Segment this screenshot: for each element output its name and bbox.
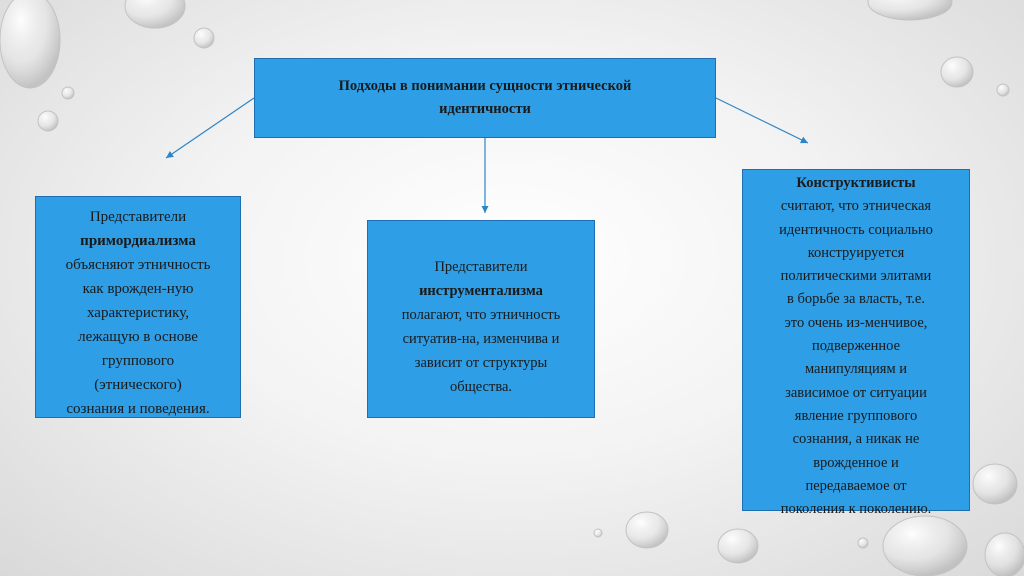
right-line-2: считают, что этническая — [780, 198, 932, 215]
left-line-5: характеристику, — [86, 305, 189, 321]
right-line-1-term: Конструктивисты — [796, 175, 916, 191]
middle-line-6: общества. — [449, 379, 513, 395]
arrow-to-right — [715, 97, 809, 144]
drop — [0, 0, 61, 89]
drop — [61, 86, 75, 100]
drop — [972, 463, 1018, 505]
left-line-7: группового — [101, 353, 175, 369]
title-line-2: идентичности — [439, 101, 531, 117]
drop — [593, 528, 603, 538]
left-line-4: как врожден-ную — [82, 281, 194, 297]
constructivism-box: Конструктивисты считают, что этническая … — [742, 169, 970, 517]
right-line-15: поколения к поколению. — [780, 501, 932, 518]
left-line-2-term: примордиализма — [80, 233, 196, 249]
drop — [124, 0, 186, 29]
middle-line-2-term: инструментализма — [419, 283, 543, 299]
right-line-4: конструируется — [807, 244, 905, 261]
drop — [882, 515, 968, 576]
diagram-title-box: Подходы в понимании сущности этнической … — [254, 58, 716, 138]
drop — [717, 528, 759, 564]
right-line-8: подверженное — [811, 338, 901, 355]
drop — [625, 511, 669, 549]
arrow-to-left — [165, 90, 262, 159]
drop — [940, 56, 974, 88]
title-line-1: Подходы в понимании сущности этнической — [338, 78, 632, 94]
primordialism-box: Представители примордиализма объясняют э… — [35, 196, 241, 418]
left-line-3: объясняют этничность — [65, 257, 211, 273]
drop — [193, 27, 215, 49]
left-line-6: лежащую в основе — [78, 329, 198, 345]
instrumentalism-box: Представители инструментализма полагают,… — [367, 220, 595, 418]
right-line-9: манипуляциям и — [804, 361, 908, 378]
right-line-10: зависимое от ситуации — [785, 384, 927, 401]
right-line-13: врожденное и — [813, 454, 899, 471]
middle-line-5: зависит от структуры — [414, 355, 548, 371]
middle-line-1: Представители — [434, 259, 528, 275]
right-line-5: политическими элитами — [780, 268, 932, 285]
right-line-7: это очень из-менчивое, — [784, 314, 928, 331]
drop — [984, 532, 1024, 576]
right-line-14: передаваемое от — [805, 477, 907, 494]
left-line-9: сознания и поведения. — [66, 401, 210, 417]
right-line-11: явление группового — [794, 407, 918, 424]
drop — [996, 83, 1010, 97]
drop — [867, 0, 953, 21]
right-line-3: идентичность социально — [779, 221, 933, 238]
drop — [857, 537, 869, 549]
left-line-1: Представители — [89, 209, 187, 225]
right-line-12: сознания, а никак не — [792, 431, 920, 448]
right-line-6: в борьбе за власть, т.е. — [787, 291, 925, 308]
left-line-8: (этнического) — [94, 377, 182, 393]
middle-line-3: полагают, что этничность — [401, 307, 561, 323]
drop — [37, 110, 59, 132]
middle-line-4: ситуатив-на, изменчива и — [402, 331, 560, 347]
